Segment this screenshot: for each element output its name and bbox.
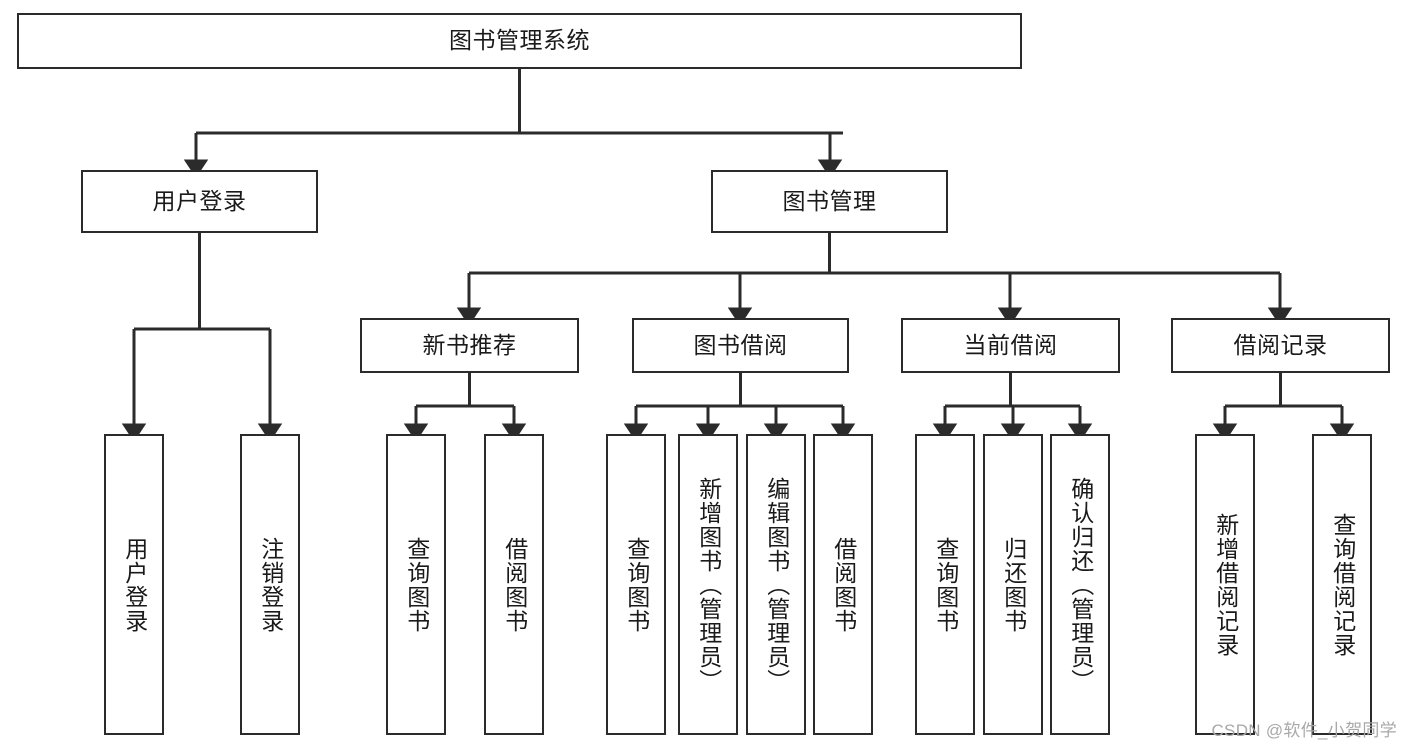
node-leaf-add-record[interactable]: 新增借阅记录 xyxy=(1195,434,1255,735)
node-leaf-borrow-book-2-label: 借阅图书 xyxy=(830,536,857,633)
node-leaf-confirm-return[interactable]: 确认归还（管理员） xyxy=(1050,434,1110,735)
node-leaf-query-record[interactable]: 查询借阅记录 xyxy=(1312,434,1372,735)
node-leaf-borrow-book-1[interactable]: 借阅图书 xyxy=(484,434,544,735)
node-user-login-label: 用户登录 xyxy=(152,187,247,214)
node-leaf-user-logout-label: 注销登录 xyxy=(257,536,284,633)
node-root[interactable]: 图书管理系统 xyxy=(17,13,1022,69)
node-borrow-record-label: 借阅记录 xyxy=(1233,331,1328,358)
node-current-borrow-label: 当前借阅 xyxy=(963,331,1058,358)
watermark: CSDN @软件_小贺同学 xyxy=(1211,721,1397,740)
node-leaf-edit-book-label: 编辑图书（管理员） xyxy=(763,476,790,693)
node-book-manage[interactable]: 图书管理 xyxy=(711,170,948,233)
node-leaf-query-book-2-label: 查询图书 xyxy=(623,536,650,633)
node-book-borrow-label: 图书借阅 xyxy=(693,331,788,358)
node-leaf-user-login-label: 用户登录 xyxy=(121,536,148,633)
node-book-manage-label: 图书管理 xyxy=(782,187,877,214)
node-leaf-query-record-label: 查询借阅记录 xyxy=(1329,512,1356,657)
node-leaf-user-login[interactable]: 用户登录 xyxy=(104,434,164,735)
node-leaf-add-book-label: 新增图书（管理员） xyxy=(695,476,722,693)
node-new-book-rec-label: 新书推荐 xyxy=(422,331,517,358)
node-user-login[interactable]: 用户登录 xyxy=(81,170,318,233)
node-leaf-query-book-1[interactable]: 查询图书 xyxy=(386,434,446,735)
node-current-borrow[interactable]: 当前借阅 xyxy=(901,318,1120,373)
node-leaf-return-book-label: 归还图书 xyxy=(1000,536,1027,633)
node-leaf-add-record-label: 新增借阅记录 xyxy=(1212,512,1239,657)
node-book-borrow[interactable]: 图书借阅 xyxy=(632,318,849,373)
node-leaf-borrow-book-1-label: 借阅图书 xyxy=(501,536,528,633)
node-leaf-add-book[interactable]: 新增图书（管理员） xyxy=(678,434,738,735)
node-leaf-edit-book[interactable]: 编辑图书（管理员） xyxy=(746,434,806,735)
node-new-book-rec[interactable]: 新书推荐 xyxy=(360,318,579,373)
node-leaf-confirm-return-label: 确认归还（管理员） xyxy=(1067,476,1094,693)
node-leaf-query-book-2[interactable]: 查询图书 xyxy=(606,434,666,735)
node-borrow-record[interactable]: 借阅记录 xyxy=(1171,318,1390,373)
node-leaf-return-book[interactable]: 归还图书 xyxy=(983,434,1043,735)
node-leaf-user-logout[interactable]: 注销登录 xyxy=(240,434,300,735)
node-leaf-query-book-3-label: 查询图书 xyxy=(932,536,959,633)
node-leaf-borrow-book-2[interactable]: 借阅图书 xyxy=(813,434,873,735)
node-leaf-query-book-1-label: 查询图书 xyxy=(403,536,430,633)
node-root-label: 图书管理系统 xyxy=(449,27,590,54)
node-leaf-query-book-3[interactable]: 查询图书 xyxy=(915,434,975,735)
